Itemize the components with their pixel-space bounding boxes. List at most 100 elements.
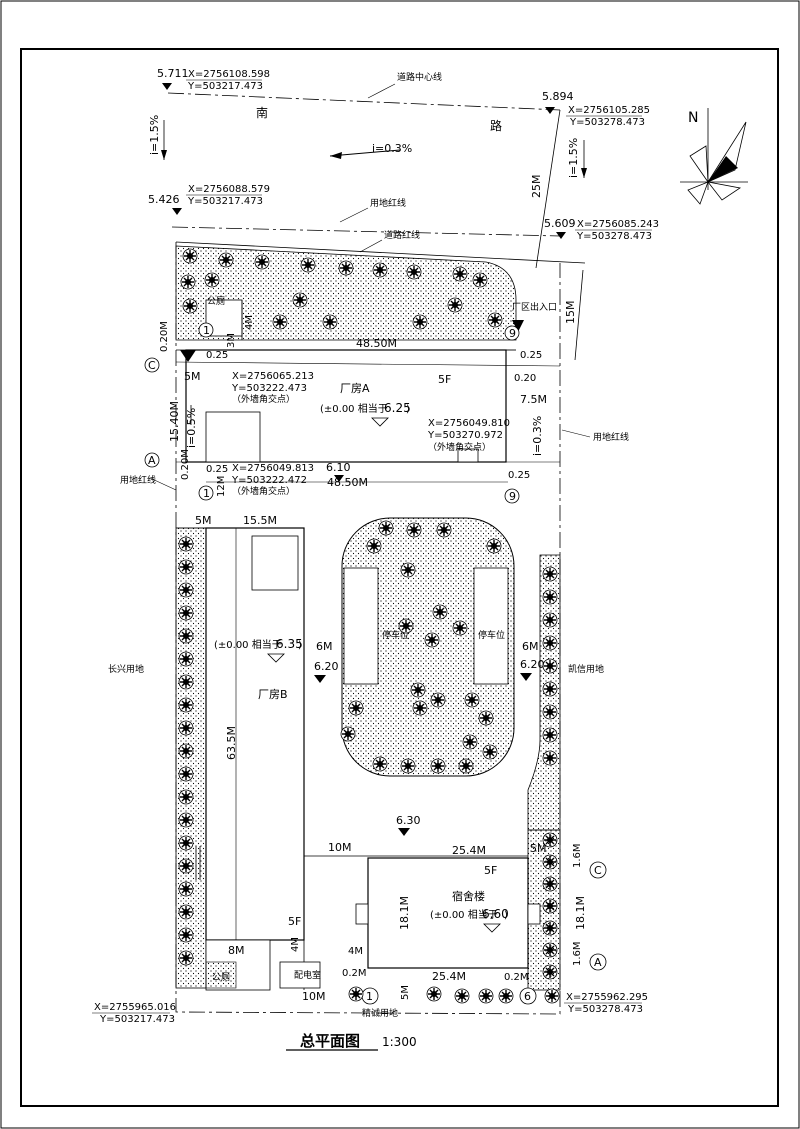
svg-text:X=2755965.016: X=2755965.016 [94, 1002, 176, 1013]
tree-icon [542, 704, 558, 720]
tree-icon [178, 559, 194, 575]
road-name-a: 南 [256, 105, 268, 120]
tree-icon [348, 700, 364, 716]
svg-text:X=2756049.813: X=2756049.813 [232, 463, 314, 474]
tree-icon [372, 262, 388, 278]
tree-icon [426, 986, 442, 1002]
svg-text:1.6M: 1.6M [572, 941, 583, 966]
svg-text:5M: 5M [195, 514, 212, 527]
tree-icon [542, 750, 558, 766]
central-garden: 停车位 停车位 6M 6M 6.20 6.20 凯信用地 [314, 517, 604, 777]
tree-icon [542, 635, 558, 651]
svg-text:X=2756088.579: X=2756088.579 [188, 184, 270, 195]
svg-text:公厕: 公厕 [212, 972, 230, 983]
svg-text:Y=503222.472: Y=503222.472 [231, 475, 307, 486]
svg-text:15.40M: 15.40M [168, 401, 181, 442]
svg-text:(±0.00 相当于: (±0.00 相当于 [320, 402, 388, 415]
svg-text:5.711: 5.711 [157, 67, 189, 80]
tree-icon [178, 720, 194, 736]
svg-text:（外墙角交点）: （外墙角交点） [428, 441, 491, 453]
drawing-title-block: 总平面图 1:300 [286, 1032, 417, 1051]
svg-text:厂区出入口: 厂区出入口 [512, 301, 557, 313]
drawing-scale: 1:300 [382, 1035, 417, 1049]
svg-text:8M: 8M [228, 944, 245, 957]
svg-text:宿舍楼: 宿舍楼 [452, 889, 485, 903]
svg-text:6M: 6M [316, 640, 333, 653]
svg-text:i=0.5%: i=0.5% [185, 408, 198, 448]
svg-text:Y=503217.473: Y=503217.473 [187, 81, 263, 92]
tree-icon [400, 562, 416, 578]
tree-icon [348, 986, 364, 1002]
tree-icon [366, 538, 382, 554]
tree-icon [406, 264, 422, 280]
svg-text:Y=503278.473: Y=503278.473 [576, 231, 652, 242]
svg-text:N: N [688, 110, 698, 126]
south-zone: 6.30 10M 25.4M 5M [303, 814, 547, 990]
svg-text:4M: 4M [348, 946, 363, 957]
tree-icon [542, 589, 558, 605]
tree-icon [178, 766, 194, 782]
tree-icon [338, 260, 354, 276]
tree-icon [478, 988, 494, 1004]
tree-icon [218, 252, 234, 268]
svg-text:6.20: 6.20 [314, 660, 339, 673]
tree-icon [432, 604, 448, 620]
svg-text:3M: 3M [226, 333, 237, 348]
south-facilities: 公厕 8M 配电室 4M 4M 10M 5M 精诚用地 [205, 937, 411, 1019]
svg-text:63.5M: 63.5M [225, 726, 238, 760]
landline-labels: 用地红线 用地红线 [120, 429, 629, 491]
tree-icon [412, 314, 428, 330]
tree-icon [182, 248, 198, 264]
svg-text:A: A [148, 454, 156, 467]
tree-icon [340, 726, 356, 742]
dormitory: 5F 宿舍楼 (±0.00 相当于 6.60 ) 18.1M 18.1M 25.… [342, 843, 607, 1005]
tree-icon [462, 734, 478, 750]
tree-icon [487, 312, 503, 328]
tree-icon [300, 257, 316, 273]
svg-text:1: 1 [366, 990, 373, 1003]
tree-icon [178, 881, 194, 897]
road-width-15: 15M [564, 301, 577, 325]
svg-text:0.25: 0.25 [508, 470, 530, 481]
slope-right: i=1.5% [567, 138, 580, 178]
svg-text:X=2756105.285: X=2756105.285 [568, 105, 650, 116]
elevation-ne-top: 5.894 X=2756105.285 Y=503278.473 [542, 90, 650, 128]
svg-text:5M: 5M [400, 985, 411, 1000]
tree-icon [542, 727, 558, 743]
tree-icon [178, 674, 194, 690]
svg-text:5.894: 5.894 [542, 90, 574, 103]
svg-text:C: C [148, 359, 156, 372]
tree-icon [544, 988, 560, 1004]
tree-icon [452, 620, 468, 636]
tree-icon [178, 582, 194, 598]
svg-text:5F: 5F [288, 915, 301, 928]
svg-text:Y=503278.473: Y=503278.473 [567, 1004, 643, 1015]
tree-icon [542, 658, 558, 674]
road-slope: i=0.3% [372, 142, 412, 155]
svg-text:厂房B: 厂房B [258, 688, 288, 701]
svg-text:7.5M: 7.5M [520, 393, 547, 406]
factory-b: 厂房B 5F (±0.00 相当于 6.35 ) 63.5M 5M 15.5M … [108, 514, 305, 941]
road-width-25: 25M [530, 175, 543, 199]
svg-text:0.25: 0.25 [520, 350, 542, 361]
tree-icon [182, 298, 198, 314]
tree-icon [424, 632, 440, 648]
svg-text:6.10: 6.10 [326, 461, 351, 474]
svg-text:A: A [594, 956, 602, 969]
svg-text:18.1M: 18.1M [398, 896, 411, 930]
tree-icon [322, 314, 338, 330]
svg-text:9: 9 [509, 490, 516, 503]
tree-icon [178, 605, 194, 621]
tree-icon [478, 710, 494, 726]
svg-text:凯信用地: 凯信用地 [568, 663, 604, 675]
tree-icon [178, 536, 194, 552]
svg-text:0.2M: 0.2M [504, 972, 529, 983]
svg-text:1: 1 [203, 487, 210, 500]
road-redline-label: 道路红线 [384, 229, 420, 241]
svg-text:6.35: 6.35 [276, 637, 303, 651]
tree-icon [372, 756, 388, 772]
tree-icon [204, 272, 220, 288]
svg-text:（外墙角交点）: （外墙角交点） [232, 485, 295, 497]
svg-text:25.4M: 25.4M [432, 970, 466, 983]
